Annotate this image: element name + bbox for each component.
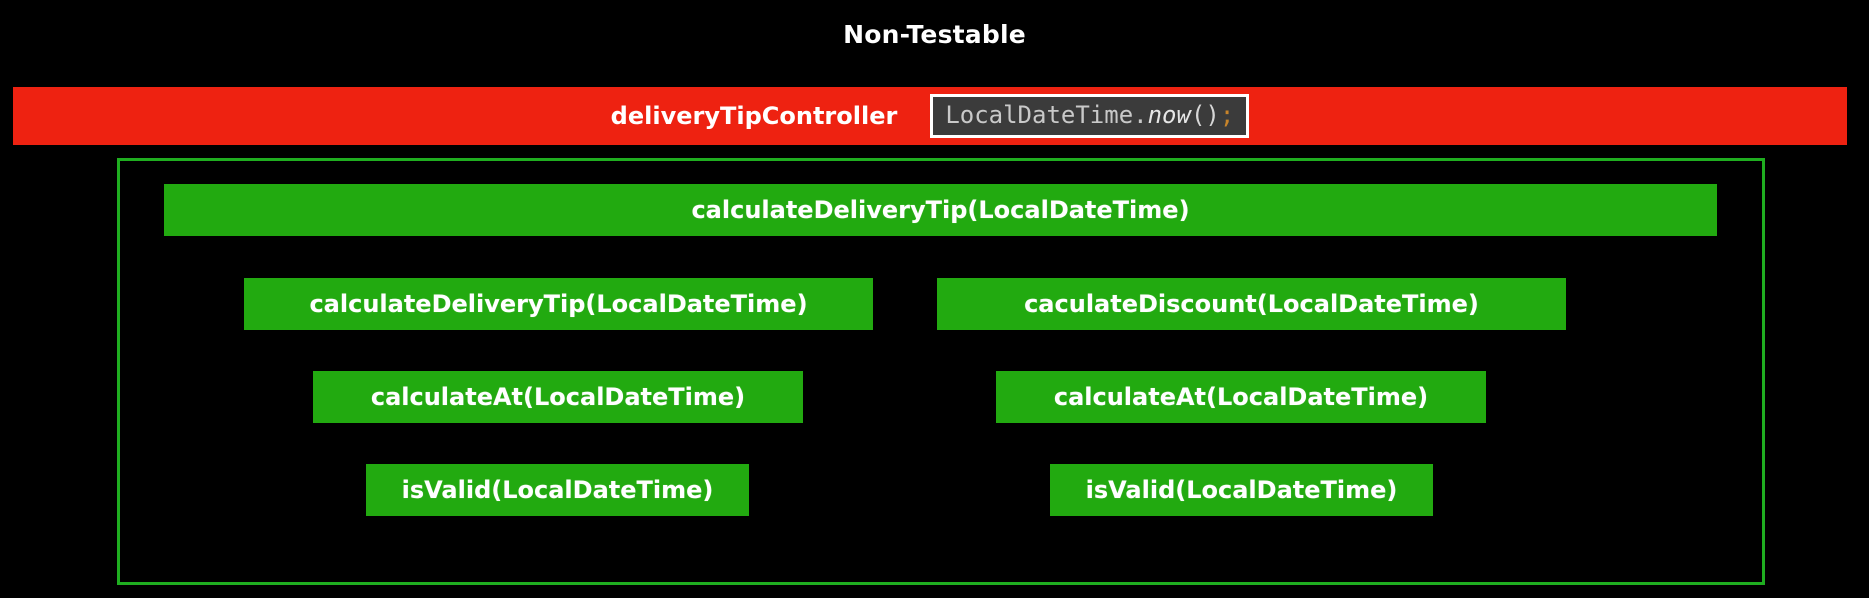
code-snippet-chip: LocalDateTime.now(); — [930, 94, 1250, 138]
code-qualifier: LocalDateTime. — [945, 101, 1148, 130]
method-box-label: calculateDeliveryTip(LocalDateTime) — [309, 290, 808, 318]
method-box[interactable]: caculateDiscount(LocalDateTime) — [937, 278, 1566, 330]
method-box[interactable]: isValid(LocalDateTime) — [366, 464, 749, 516]
code-parens: () — [1190, 101, 1220, 130]
method-box-label: calculateAt(LocalDateTime) — [370, 383, 746, 411]
code-semicolon: ; — [1219, 101, 1235, 130]
method-box-label: calculateAt(LocalDateTime) — [1053, 383, 1429, 411]
controller-name-label: deliveryTipController — [610, 102, 898, 130]
page-title: Non-Testable — [843, 20, 1026, 49]
method-box-label: caculateDiscount(LocalDateTime) — [1024, 290, 1479, 318]
method-box[interactable]: calculateAt(LocalDateTime) — [313, 371, 803, 423]
non-testable-controller-bar: deliveryTipController LocalDateTime.now(… — [13, 87, 1847, 145]
testable-region-container: calculateDeliveryTip(LocalDateTime) calcu… — [117, 158, 1765, 585]
method-box[interactable]: calculateAt(LocalDateTime) — [996, 371, 1486, 423]
method-box[interactable]: isValid(LocalDateTime) — [1050, 464, 1433, 516]
method-box-label: calculateDeliveryTip(LocalDateTime) — [691, 196, 1190, 224]
code-method: now — [1147, 101, 1191, 130]
method-box[interactable]: calculateDeliveryTip(LocalDateTime) — [244, 278, 873, 330]
method-box-label: isValid(LocalDateTime) — [1085, 476, 1398, 504]
method-box[interactable]: calculateDeliveryTip(LocalDateTime) — [164, 184, 1717, 236]
method-box-label: isValid(LocalDateTime) — [401, 476, 714, 504]
